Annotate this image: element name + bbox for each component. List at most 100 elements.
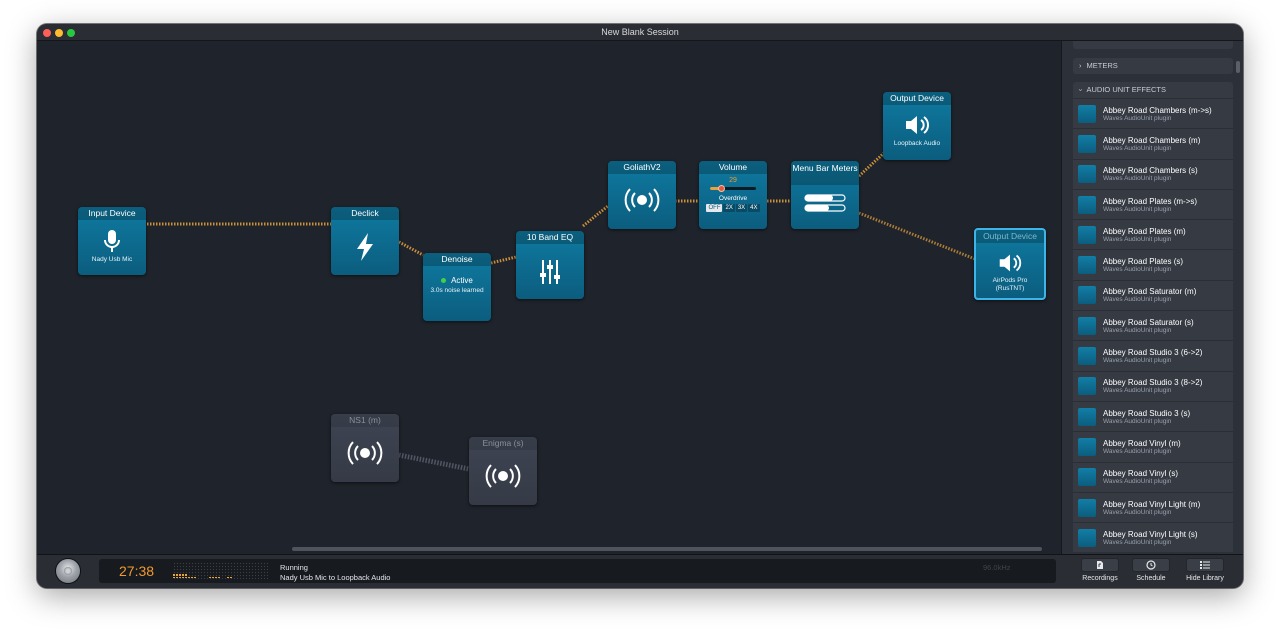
section-audio-unit-effects[interactable]: ›AUDIO UNIT EFFECTS: [1073, 82, 1233, 98]
list-item-name: Abbey Road Chambers (m->s): [1103, 105, 1212, 115]
list-item-desc: Waves AudioUnit plugin: [1103, 266, 1172, 274]
list-item[interactable]: Abbey Road Saturator (s)Waves AudioUnit …: [1073, 310, 1233, 341]
node-eq[interactable]: 10 Band EQ: [516, 231, 584, 299]
plugin-icon: [1078, 256, 1096, 275]
node-device-name: Nady Usb Mic: [91, 256, 133, 263]
volume-slider-track: [710, 187, 756, 190]
plugin-icon: [1078, 134, 1096, 153]
plugin-icon: [1078, 528, 1096, 547]
overdrive-4x-button[interactable]: 4X: [748, 204, 760, 212]
node-device-owner: (RusTNT): [995, 285, 1025, 292]
volume-slider-fill: [710, 187, 721, 190]
list-item-name: Abbey Road Vinyl Light (m): [1103, 499, 1201, 509]
volume-slider-thumb[interactable]: [717, 185, 725, 192]
node-declick[interactable]: Declick: [331, 207, 399, 275]
node-output-airpods[interactable]: Output Device AirPods Pro (RusTNT): [974, 228, 1046, 300]
hide-library-button-box[interactable]: [1186, 558, 1224, 572]
list-item-name: Abbey Road Studio 3 (s): [1103, 408, 1191, 418]
list-item-name: Abbey Road Saturator (m): [1103, 287, 1197, 297]
overdrive-2x-button[interactable]: 2X: [723, 204, 735, 212]
overdrive-off-button[interactable]: OFF: [706, 204, 723, 212]
list-item-desc: Waves AudioUnit plugin: [1103, 417, 1172, 425]
node-device-name: Loopback Audio: [893, 140, 941, 147]
plugin-icon: [1078, 316, 1096, 335]
list-item-name: Abbey Road Chambers (m): [1103, 135, 1201, 145]
list-item[interactable]: Abbey Road Vinyl Light (s)Waves AudioUni…: [1073, 522, 1233, 553]
zoom-window-button[interactable]: [67, 29, 75, 37]
list-item-desc: Waves AudioUnit plugin: [1103, 508, 1172, 516]
list-item-name: Abbey Road Studio 3 (6->2): [1103, 348, 1203, 358]
node-volume[interactable]: Volume 29 Overdrive OFF 2X 3X 4X: [699, 161, 767, 229]
volume-slider[interactable]: [710, 185, 756, 192]
library-sidebar: ›METERS ›AUDIO UNIT EFFECTS Abbey Road C…: [1061, 41, 1243, 554]
list-item[interactable]: Abbey Road Studio 3 (s)Waves AudioUnit p…: [1073, 400, 1233, 432]
node-menu-bar-meters[interactable]: Menu Bar Meters: [791, 161, 859, 229]
hide-library-label: Hide Library: [1186, 575, 1224, 582]
horizontal-scrollbar[interactable]: [292, 547, 1042, 551]
list-item[interactable]: Abbey Road Chambers (m)Waves AudioUnit p…: [1073, 128, 1233, 159]
speaker-icon: [906, 116, 929, 134]
node-title: Denoise: [423, 253, 491, 266]
wire-meters-airpods: [858, 211, 976, 261]
close-window-button[interactable]: [43, 29, 51, 37]
sidebar-scrollbar[interactable]: [1236, 61, 1240, 73]
active-indicator-icon: [441, 278, 447, 284]
node-input-device[interactable]: Input Device Nady Usb Mic: [78, 207, 146, 275]
list-item[interactable]: Abbey Road Plates (s)Waves AudioUnit plu…: [1073, 249, 1233, 280]
list-item[interactable]: Abbey Road Plates (m)Waves AudioUnit plu…: [1073, 219, 1233, 250]
list-item-desc: Waves AudioUnit plugin: [1103, 326, 1172, 334]
schedule-button-box[interactable]: [1132, 558, 1170, 572]
overdrive-segmented-control: OFF 2X 3X 4X: [699, 204, 767, 212]
list-item-desc: Waves AudioUnit plugin: [1103, 447, 1172, 455]
plugin-radiate-icon: [485, 464, 521, 488]
recordings-button[interactable]: Recordings: [1078, 558, 1122, 582]
list-item[interactable]: Abbey Road Vinyl (s)Waves AudioUnit plug…: [1073, 461, 1233, 492]
list-item-desc: Waves AudioUnit plugin: [1103, 478, 1172, 486]
list-item-desc: Waves AudioUnit plugin: [1103, 205, 1172, 213]
denoise-status-text: Active: [451, 276, 473, 285]
node-enigma[interactable]: Enigma (s): [469, 437, 537, 505]
schedule-button[interactable]: Schedule: [1129, 558, 1173, 582]
list-item-name: Abbey Road Chambers (s): [1103, 166, 1198, 176]
node-title: Output Device: [883, 92, 951, 105]
list-item-desc: Waves AudioUnit plugin: [1103, 144, 1172, 152]
chevron-right-icon: ›: [1079, 61, 1082, 70]
node-title: 10 Band EQ: [516, 231, 584, 244]
overdrive-label: Overdrive: [718, 195, 748, 202]
list-item[interactable]: Abbey Road Studio 3 (6->2)Waves AudioUni…: [1073, 340, 1233, 371]
hide-library-button[interactable]: Hide Library: [1181, 558, 1229, 582]
denoise-learned: 3.0s noise learned: [430, 287, 484, 294]
list-item[interactable]: Abbey Road Vinyl (m)Waves AudioUnit plug…: [1073, 431, 1233, 462]
list-item[interactable]: Abbey Road Chambers (m->s)Waves AudioUni…: [1073, 98, 1233, 129]
list-item[interactable]: Abbey Road Vinyl Light (m)Waves AudioUni…: [1073, 491, 1233, 523]
title-bar: New Blank Session: [37, 24, 1243, 41]
list-item[interactable]: Abbey Road Chambers (s)Waves AudioUnit p…: [1073, 158, 1233, 189]
minimize-window-button[interactable]: [55, 29, 63, 37]
node-title: Output Device: [976, 230, 1044, 243]
node-ns1[interactable]: NS1 (m): [331, 414, 399, 482]
equalizer-sliders-icon: [540, 260, 560, 284]
run-status: Running: [280, 563, 308, 572]
status-text: Running Nady Usb Mic to Loopback Audio: [280, 563, 390, 583]
node-title: NS1 (m): [331, 414, 399, 427]
pipeline-canvas[interactable]: Input Device Nady Usb Mic Declick Denois…: [37, 41, 1068, 561]
node-device-name: AirPods Pro: [992, 277, 1028, 284]
plugin-icon: [1078, 165, 1096, 184]
overdrive-3x-button[interactable]: 3X: [735, 204, 748, 212]
recordings-button-box[interactable]: [1081, 558, 1119, 572]
node-title: Declick: [331, 207, 399, 220]
list-item[interactable]: Abbey Road Plates (m->s)Waves AudioUnit …: [1073, 188, 1233, 220]
app-window: New Blank Session Input Device: [37, 24, 1243, 588]
power-button[interactable]: [56, 559, 80, 583]
node-output-loopback[interactable]: Output Device Loopback Audio: [883, 92, 951, 160]
meters-icon: [804, 194, 846, 212]
clock-icon: [1146, 560, 1156, 570]
wire-ns1-enigma: [398, 452, 470, 472]
node-goliath[interactable]: GoliathV2: [608, 161, 676, 229]
list-item-desc: Waves AudioUnit plugin: [1103, 387, 1172, 395]
file-icon: [1097, 561, 1103, 569]
list-item[interactable]: Abbey Road Studio 3 (8->2)Waves AudioUni…: [1073, 370, 1233, 401]
section-meters[interactable]: ›METERS: [1073, 58, 1233, 74]
node-denoise[interactable]: Denoise Active 3.0s noise learned: [423, 253, 491, 321]
list-item[interactable]: Abbey Road Saturator (m)Waves AudioUnit …: [1073, 279, 1233, 311]
